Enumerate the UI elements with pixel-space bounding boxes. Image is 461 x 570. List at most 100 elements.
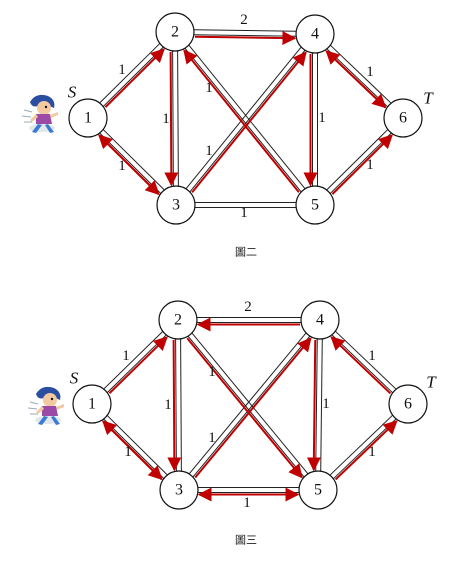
node-label-6: 6 xyxy=(404,396,412,413)
traversal-path xyxy=(98,31,393,196)
node-circle-6 xyxy=(383,98,423,138)
edge-weight-1-2: 1 xyxy=(118,62,126,78)
node-label-4: 4 xyxy=(311,26,319,43)
edges xyxy=(103,317,397,493)
path-arrow-1-to-2 xyxy=(104,48,165,108)
node-label-4: 4 xyxy=(316,312,324,329)
node-circle-3 xyxy=(159,470,199,510)
node-label-5: 5 xyxy=(311,197,319,214)
edge-1-2 xyxy=(99,43,164,107)
edge-weight-3-4: 1 xyxy=(205,143,213,159)
path-arrow-5-to-2 xyxy=(183,49,300,193)
node-6: 6 xyxy=(388,384,428,424)
path-arrow-2-to-5 xyxy=(186,337,303,479)
node-5: 5 xyxy=(298,470,338,510)
edge-weight-2-5: 1 xyxy=(208,364,216,380)
node-label-5: 5 xyxy=(314,482,322,499)
edge-weight-1-3: 1 xyxy=(118,158,126,174)
edge-5-6 xyxy=(326,129,392,194)
node-3: 3 xyxy=(159,470,199,510)
edge-2-5 xyxy=(184,44,306,193)
source-tag: S xyxy=(68,83,77,102)
node-circle-1 xyxy=(68,98,108,138)
edge-1-3 xyxy=(103,415,168,479)
path-arrow-6-to-4 xyxy=(325,50,387,109)
node-label-2: 2 xyxy=(174,312,182,329)
node-circle-2 xyxy=(158,300,198,340)
nodes: 1 2 3 4 5 6 xyxy=(72,300,428,510)
node-label-2: 2 xyxy=(171,24,179,41)
path-arrow-6-to-4 xyxy=(330,336,392,395)
node-circle-4 xyxy=(300,300,340,340)
target-tag: T xyxy=(426,373,437,392)
node-label-3: 3 xyxy=(175,482,183,499)
path-arrow-1-to-3 xyxy=(98,134,160,196)
node-circle-5 xyxy=(298,470,338,510)
node-4: 4 xyxy=(300,300,340,340)
edge-weight-3-5: 1 xyxy=(243,495,251,511)
figure-caption: 圖二 xyxy=(235,246,257,259)
edge-1-2 xyxy=(103,331,167,393)
path-arrow-4-to-5 xyxy=(306,339,321,472)
edge-weight-3-4: 1 xyxy=(208,430,216,446)
edge-2-3 xyxy=(172,50,179,187)
edge-weight-2-3: 1 xyxy=(162,111,170,127)
node-circle-3 xyxy=(156,185,196,225)
target-tag: T xyxy=(423,89,434,108)
edge-weight-4-5: 1 xyxy=(318,110,326,126)
path-arrow-2-to-3 xyxy=(167,340,182,472)
edge-2-5 xyxy=(187,332,309,478)
source-tag: S xyxy=(70,369,79,388)
edge-4-5 xyxy=(315,338,323,472)
path-arrow-2-to-4 xyxy=(194,31,297,46)
node-1: 1 xyxy=(72,384,112,424)
node-label-1: 1 xyxy=(84,110,92,127)
node-5: 5 xyxy=(295,185,335,225)
node-6: 6 xyxy=(383,98,423,138)
edge-weight-4-6: 1 xyxy=(366,64,374,80)
edge-weight-5-6: 1 xyxy=(366,157,374,173)
path-arrow-2-to-3 xyxy=(164,52,179,187)
edge-3-4 xyxy=(185,46,306,193)
path-arrow-1-to-2 xyxy=(108,336,168,394)
edge-4-6 xyxy=(331,330,397,394)
nodes: 1 2 3 4 5 6 xyxy=(68,12,423,225)
node-circle-1 xyxy=(72,384,112,424)
node-circle-4 xyxy=(295,14,335,54)
path-arrow-5-to-6 xyxy=(331,134,393,195)
edge-3-5 xyxy=(198,487,299,493)
path-arrow-3-to-4 xyxy=(194,337,312,479)
edge-weight-2-5: 1 xyxy=(205,80,213,96)
node-4: 4 xyxy=(295,14,335,54)
running-person-icon xyxy=(27,386,65,426)
edge-weight-4-6: 1 xyxy=(368,348,376,364)
node-1: 1 xyxy=(68,98,108,138)
edge-4-5 xyxy=(312,53,318,186)
traversal-path xyxy=(102,317,398,502)
edge-3-5 xyxy=(195,202,296,208)
path-arrow-3-to-4 xyxy=(191,51,307,193)
edge-5-6 xyxy=(329,414,397,480)
edge-4-6 xyxy=(326,44,392,108)
figure-caption: 圖三 xyxy=(235,534,257,547)
edge-weight-3-5: 1 xyxy=(240,205,248,221)
edge-2-4 xyxy=(197,317,301,323)
path-arrow-1-to-3 xyxy=(102,420,163,481)
edge-weight-2-3: 1 xyxy=(164,397,172,413)
node-label-3: 3 xyxy=(172,197,180,214)
path-arrow-5-to-6 xyxy=(334,420,398,481)
node-3: 3 xyxy=(156,185,196,225)
edge-2-3 xyxy=(175,338,182,472)
node-circle-2 xyxy=(155,12,195,52)
node-circle-6 xyxy=(388,384,428,424)
edge-2-4 xyxy=(193,29,297,37)
edges xyxy=(99,29,392,208)
running-person-icon xyxy=(21,94,59,134)
edge-weight-5-6: 1 xyxy=(368,444,376,460)
edge-3-4 xyxy=(188,332,311,478)
edge-1-3 xyxy=(99,129,165,194)
node-label-6: 6 xyxy=(399,110,407,127)
